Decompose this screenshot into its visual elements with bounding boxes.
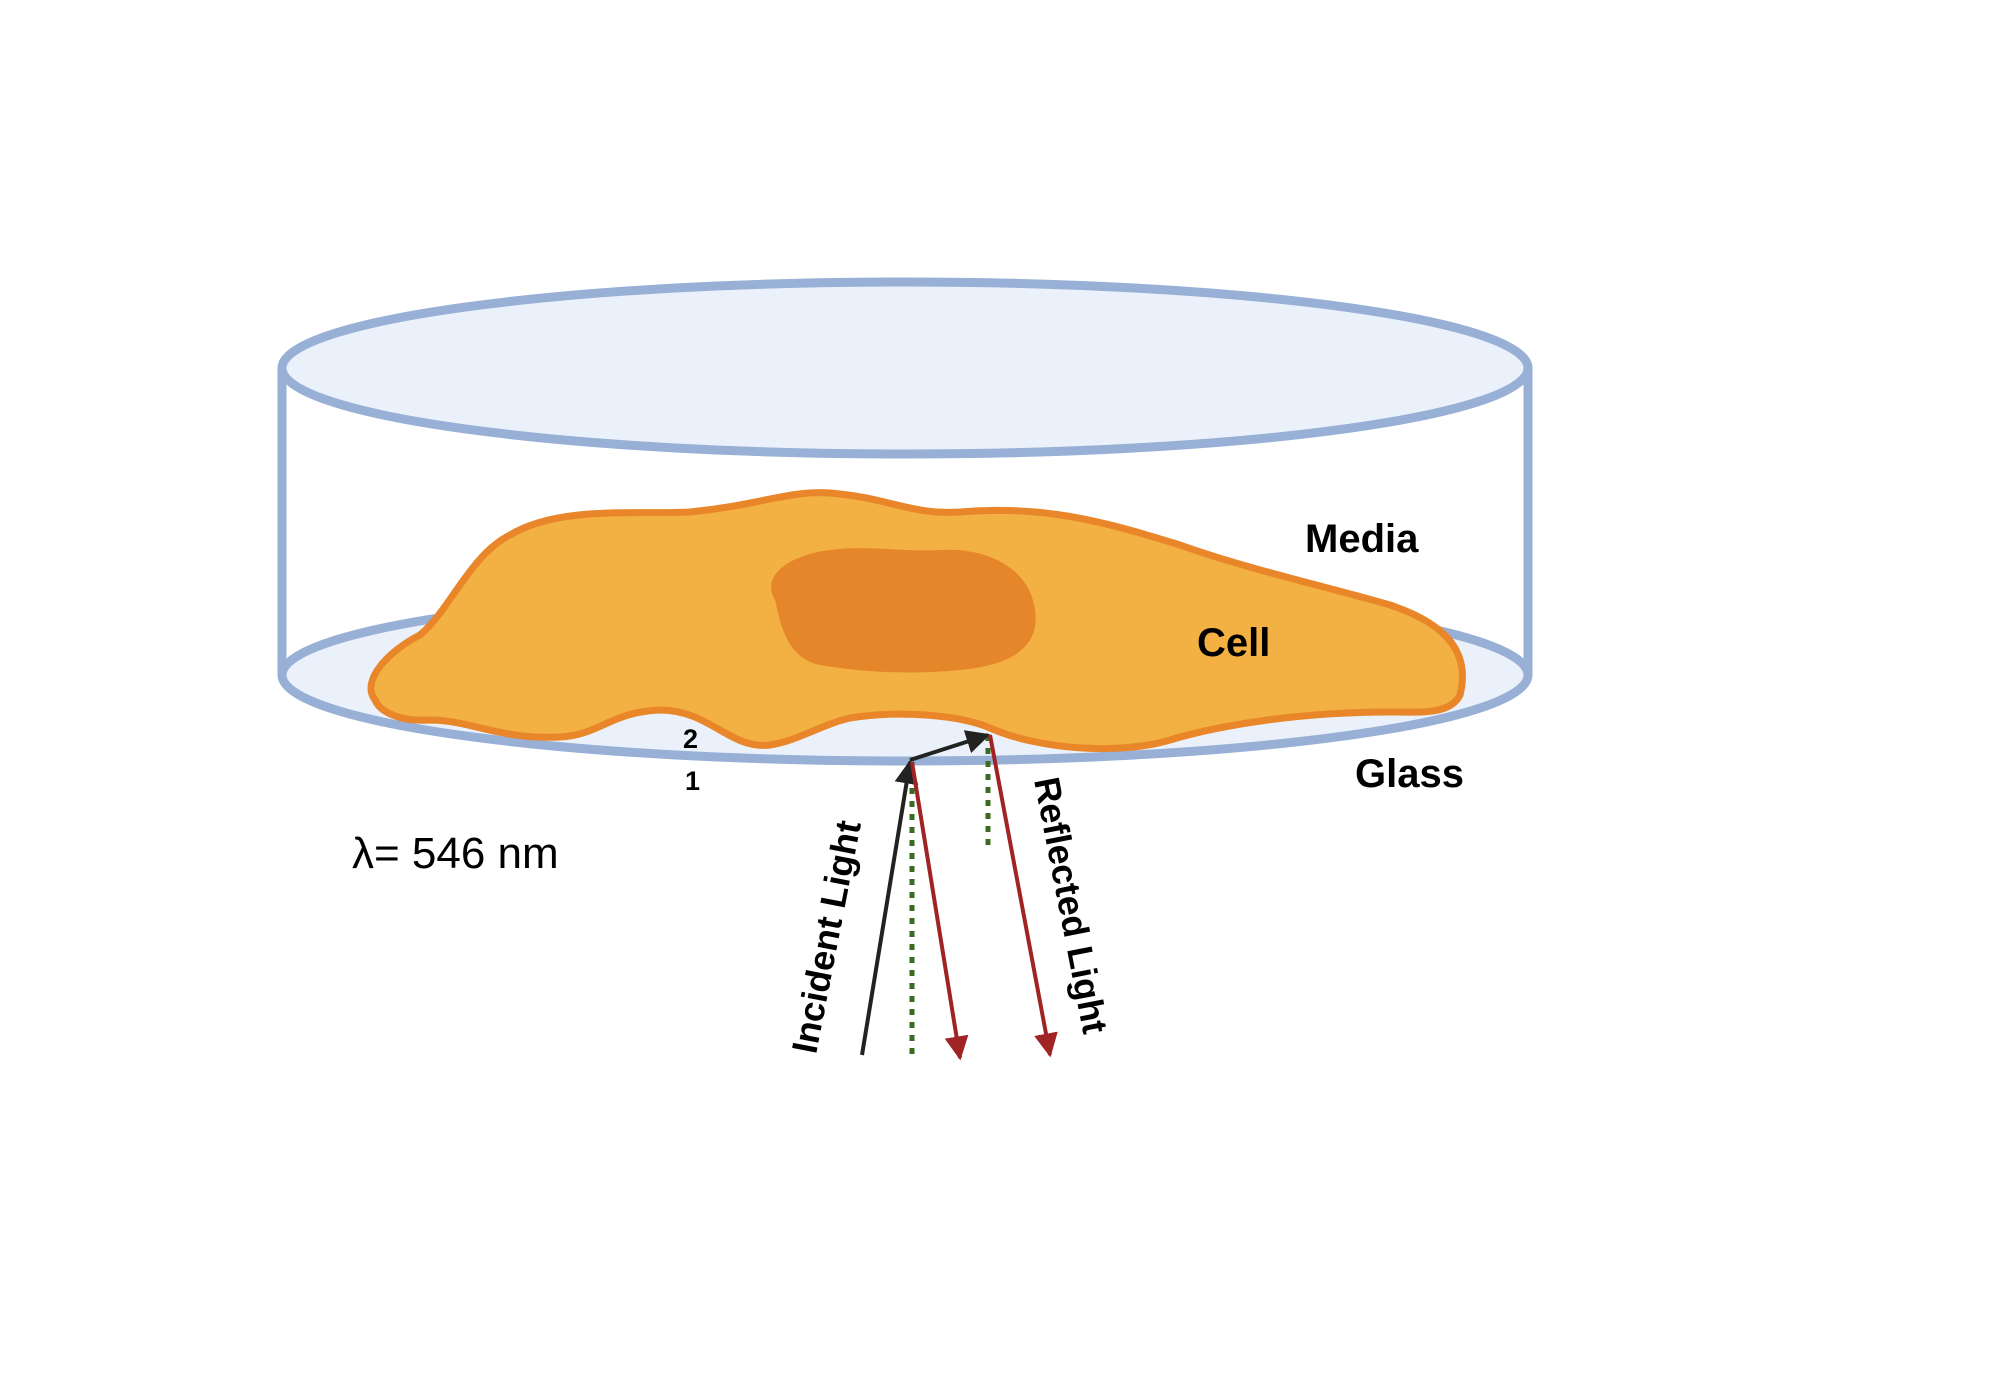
glass-label: Glass xyxy=(1355,752,1464,796)
dish-top-ellipse xyxy=(277,277,1533,459)
reflected-ray-1 xyxy=(910,761,969,1061)
incident-light-arrow xyxy=(860,759,919,1056)
interface-2-label: 2 xyxy=(683,724,698,754)
wavelength-label: λ= 546 nm xyxy=(352,829,559,878)
cell-label: Cell xyxy=(1197,621,1270,665)
media-label: Media xyxy=(1305,517,1419,561)
refracted-ray-arrow xyxy=(909,730,991,762)
reflected-ray-2 xyxy=(988,734,1058,1058)
nucleus xyxy=(771,548,1036,673)
interface-1-label: 1 xyxy=(685,766,700,796)
incident-light-label: Incident Light xyxy=(784,817,869,1056)
